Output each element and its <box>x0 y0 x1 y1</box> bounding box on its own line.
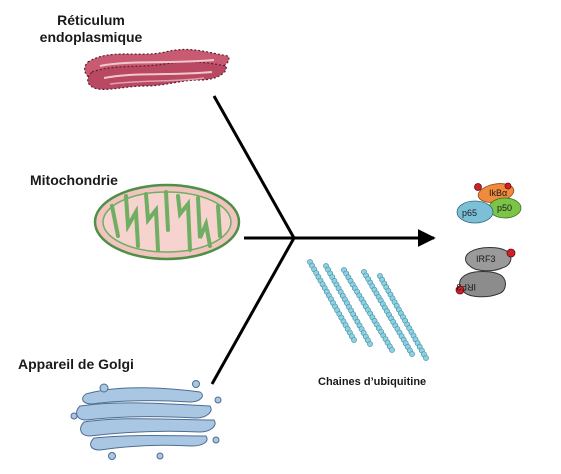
irf3-protein-top <box>465 247 512 272</box>
er-label-line1: Réticulum <box>57 12 125 28</box>
er-illustration <box>84 48 230 90</box>
golgi-connector-line <box>210 237 296 385</box>
p65-label: p65 <box>462 208 477 218</box>
golgi-vesicle <box>156 452 164 460</box>
phospho-site <box>506 248 516 258</box>
golgi-illustration <box>70 380 222 460</box>
ubiquitin-bead <box>351 337 357 343</box>
mito-cristae <box>110 190 222 252</box>
ubiquitin-bead <box>409 351 415 357</box>
golgi-cisterna-4 <box>90 435 208 451</box>
er-connector-line <box>212 95 296 239</box>
phospho-site <box>455 285 465 295</box>
golgi-cisterna-1 <box>82 387 203 405</box>
golgi-vesicle <box>192 380 200 388</box>
ubiquitin-chains <box>307 259 429 361</box>
golgi-vesicle <box>108 452 116 460</box>
golgi-vesicle <box>214 396 222 404</box>
mitochondria-illustration <box>93 183 241 261</box>
golgi-cisterna-3 <box>80 418 216 437</box>
irf3-dimer: IRF3 IRF3 <box>455 247 516 298</box>
er-lumen-3 <box>109 77 205 85</box>
nfkb-complex: IkBα p65 p50 <box>456 182 522 224</box>
ubiquitin-bead <box>423 355 429 361</box>
golgi-vesicle <box>70 412 78 420</box>
golgi-label: Appareil de Golgi <box>18 356 134 372</box>
ikba-label: IkBα <box>489 188 507 198</box>
irf3-top-label: IRF3 <box>476 254 496 264</box>
ubiquitin-bead <box>367 341 373 347</box>
p65-protein <box>456 200 494 224</box>
er-lumen-1 <box>99 59 215 67</box>
golgi-cisterna-2 <box>76 402 212 421</box>
phospho-site <box>474 183 482 191</box>
p50-label: p50 <box>497 203 512 213</box>
golgi-vesicle <box>99 383 109 393</box>
er-lumen-2 <box>103 71 213 79</box>
phospho-site <box>504 182 512 190</box>
ubiquitin-bead <box>389 347 395 353</box>
mitochondria-label: Mitochondrie <box>30 172 118 188</box>
ubiquitin-label: Chaines d’ubiquitine <box>318 376 427 388</box>
er-label: Réticulum endoplasmique <box>36 12 146 46</box>
er-label-line2: endoplasmique <box>39 29 143 45</box>
pathway-lines <box>210 95 436 385</box>
irf3-bottom-label: IRF3 <box>456 282 476 292</box>
golgi-vesicle <box>212 436 220 444</box>
